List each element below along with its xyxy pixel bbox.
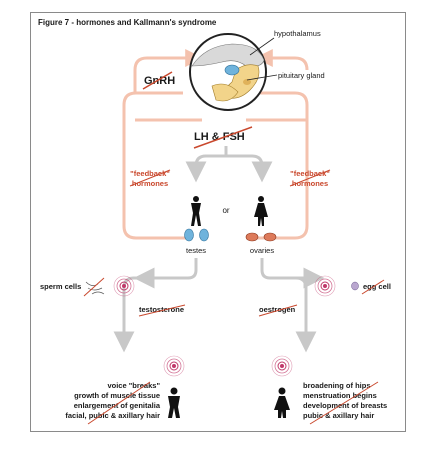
male-effects-target-icon — [163, 355, 185, 377]
female-effects-cross — [309, 381, 379, 425]
or-label: or — [222, 206, 229, 215]
feedback-left-line2: hormones — [132, 179, 168, 188]
hypothalamus-label: hypothalamus — [274, 29, 321, 38]
female-bottom-figure-icon — [274, 387, 290, 418]
figure-frame — [30, 12, 406, 432]
lh-fsh-cross — [193, 126, 253, 149]
feedback-right-cross — [289, 169, 331, 187]
ovaries-label: ovaries — [250, 246, 274, 255]
male-effect-4: facial, pubic & axillary hair — [65, 411, 160, 420]
egg-cell-label: egg cell — [363, 282, 391, 291]
sperm-cross — [83, 277, 105, 297]
sperm-target-icon — [113, 275, 135, 297]
feedback-left-line1: "feedback" — [130, 169, 170, 178]
feedback-right-line1: "feedback" — [290, 169, 330, 178]
feedback-loops — [122, 49, 309, 240]
gonad-output-arrows — [113, 258, 325, 353]
pituitary-pointer — [246, 74, 278, 81]
female-effect-3: development of breasts — [303, 401, 387, 410]
male-effect-1: voice "breaks" — [107, 381, 160, 390]
sperm-cells-label: sperm cells — [40, 282, 81, 291]
female-figure-icon — [254, 196, 268, 226]
hypothalamus-pointer — [249, 37, 275, 56]
testes-label: testes — [186, 246, 206, 255]
egg-cross — [361, 279, 385, 295]
lh-fsh-branch — [185, 146, 273, 183]
male-figure-icon — [191, 196, 201, 226]
testosterone-label: testosterone — [139, 305, 184, 314]
feedback-right-line2: hormones — [292, 179, 328, 188]
testosterone-cross — [138, 304, 186, 317]
female-effect-4: pubic & axillary hair — [303, 411, 374, 420]
testes-icon — [184, 228, 209, 242]
feedback-left-cross — [129, 169, 171, 187]
male-effect-3: enlargement of genitalia — [74, 401, 161, 410]
pituitary-label: pituitary gland — [278, 71, 325, 80]
female-effects-target-icon — [271, 355, 293, 377]
male-bottom-figure-icon — [168, 387, 180, 418]
egg-target-icon — [314, 275, 336, 297]
brain-illustration — [189, 33, 278, 111]
oestrogen-label: oestrogen — [259, 305, 296, 314]
gnrh-cross — [142, 71, 173, 90]
female-effect-1: broadening of hips — [303, 381, 371, 390]
male-effects-cross — [87, 381, 151, 425]
egg-cell-icon — [351, 281, 359, 291]
ovaries-icon — [245, 232, 277, 242]
oestrogen-cross — [258, 304, 298, 317]
figure-title: Figure 7 - hormones and Kallmann's syndr… — [38, 18, 217, 27]
male-effect-2: growth of muscle tissue — [74, 391, 160, 400]
female-effect-2: menstruation begins — [303, 391, 377, 400]
